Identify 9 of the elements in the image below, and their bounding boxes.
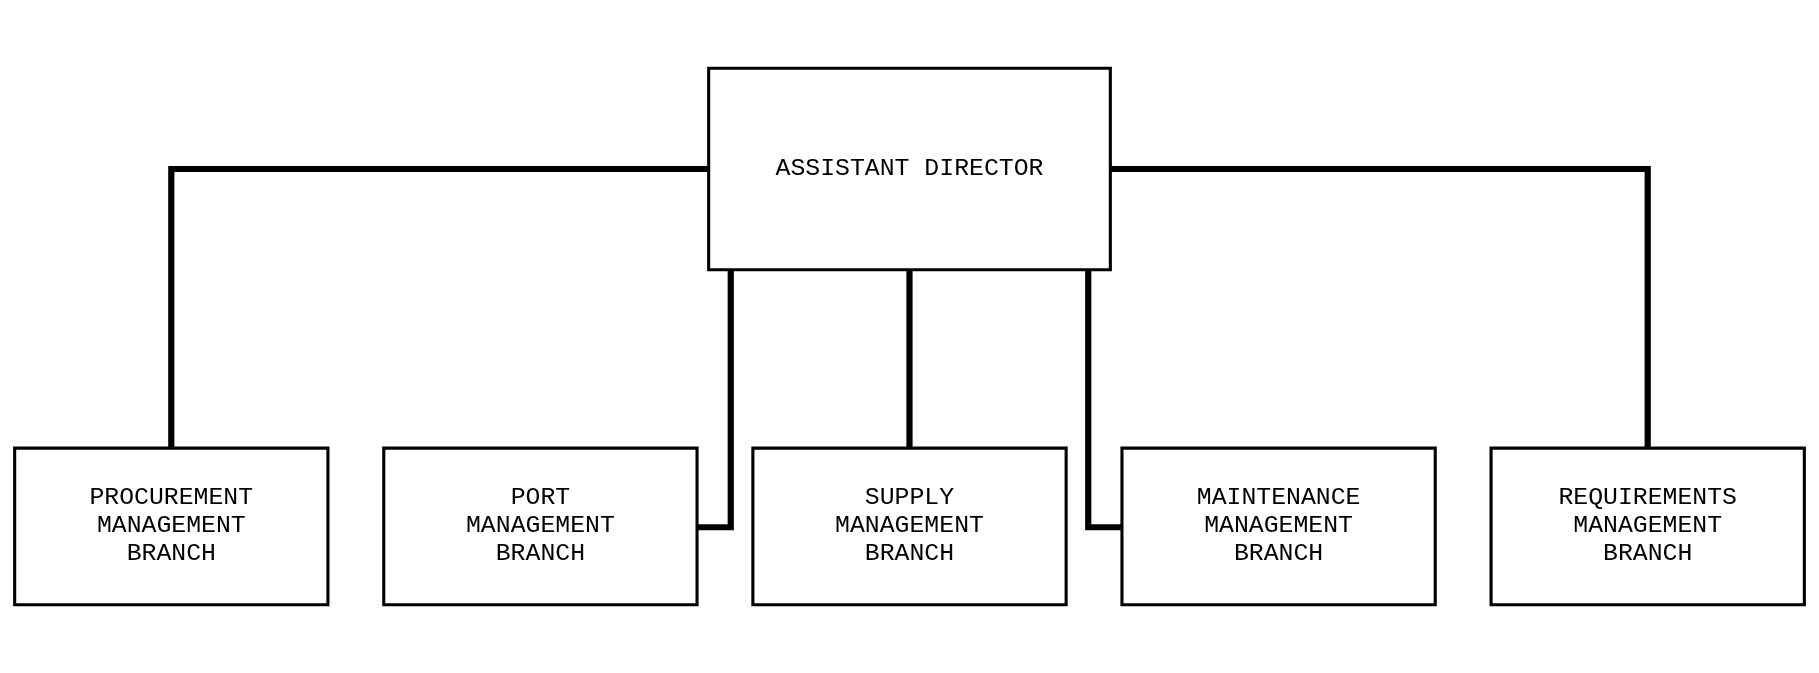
node-box: ASSISTANT DIRECTOR — [707, 66, 1112, 272]
node-box: REQUIREMENTS MANAGEMENT BRANCH — [1489, 446, 1806, 607]
node-box: MAINTENANCE MANAGEMENT BRANCH — [1120, 446, 1437, 607]
node-box: SUPPLY MANAGEMENT BRANCH — [751, 446, 1068, 607]
connector — [906, 270, 913, 448]
node-box: PROCUREMENT MANAGEMENT BRANCH — [13, 446, 330, 607]
connector — [1110, 165, 1651, 449]
connector — [168, 165, 709, 449]
node-box: PORT MANAGEMENT BRANCH — [382, 446, 699, 607]
